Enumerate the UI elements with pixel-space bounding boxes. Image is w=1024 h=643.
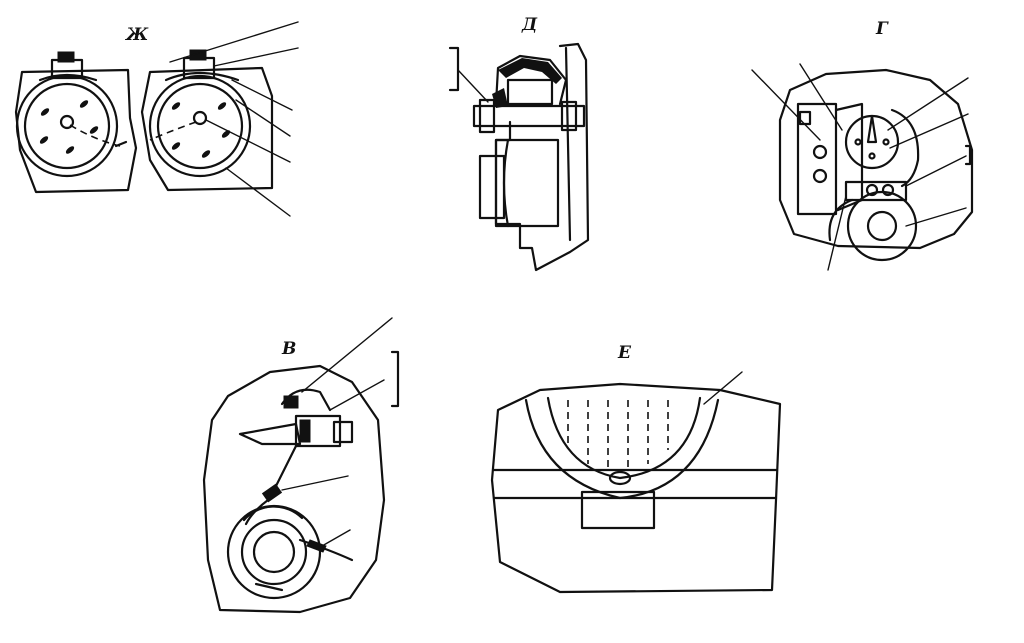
d-seal-hatch bbox=[492, 88, 508, 108]
v-wire-clip bbox=[306, 539, 327, 553]
e-drain-plug bbox=[608, 470, 632, 486]
g-lower-wheel-inner bbox=[866, 210, 898, 242]
zh-right-housing bbox=[140, 66, 274, 192]
view-g-label: Г bbox=[875, 19, 889, 39]
e-leader bbox=[703, 371, 743, 405]
zh-left-bracket bbox=[38, 73, 98, 82]
d-frame bbox=[494, 42, 590, 272]
d-bolt-rod bbox=[472, 104, 586, 128]
g-leader-lines bbox=[751, 63, 969, 271]
g-terminal-1 bbox=[865, 183, 879, 197]
g-plate-tab bbox=[798, 110, 812, 126]
d-clamp-core bbox=[506, 78, 554, 106]
zh-left-cable-end bbox=[114, 140, 128, 148]
v-leader-3 bbox=[281, 475, 349, 491]
v-wire-3 bbox=[298, 538, 354, 562]
g-wire bbox=[890, 108, 920, 188]
zh-left-drum-outer bbox=[15, 74, 119, 178]
view-v: В bbox=[202, 317, 400, 614]
v-connector-plug bbox=[332, 420, 354, 444]
d-bracket-mark bbox=[448, 46, 460, 92]
zh-leader-lines bbox=[169, 21, 299, 217]
g-bracket-mark bbox=[964, 144, 972, 166]
v-bracket-mark bbox=[390, 350, 400, 408]
view-v-label: В bbox=[281, 339, 296, 359]
view-e-label: Е bbox=[617, 343, 632, 363]
v-ring-slot-top bbox=[242, 505, 304, 522]
e-bowl-inner bbox=[546, 396, 702, 480]
g-bracket-plate bbox=[796, 102, 838, 216]
v-leader-4 bbox=[321, 529, 351, 547]
zh-left-drum-inner bbox=[23, 82, 111, 170]
g-lower-housing-edge bbox=[828, 198, 854, 242]
g-disc-dot-1 bbox=[854, 138, 862, 146]
g-terminal-block bbox=[844, 180, 908, 202]
view-d-label: Д bbox=[521, 15, 538, 35]
zh-right-hub bbox=[192, 110, 208, 126]
d-bolt-head bbox=[478, 98, 496, 134]
v-leader-1 bbox=[301, 317, 393, 393]
v-wire-sleeve bbox=[261, 483, 283, 503]
g-disc-dot-2 bbox=[882, 138, 890, 146]
g-plate-hole-1 bbox=[812, 144, 828, 160]
e-bowl-outer bbox=[524, 398, 720, 500]
zh-left-hub bbox=[59, 114, 75, 130]
d-side-block bbox=[478, 154, 506, 220]
v-connector-pin bbox=[299, 419, 311, 443]
g-plate-hole-2 bbox=[812, 168, 828, 184]
d-clamp-hatch bbox=[498, 58, 562, 84]
v-wedge bbox=[238, 422, 302, 446]
view-e: Е bbox=[490, 343, 782, 594]
v-clip bbox=[283, 395, 299, 409]
d-frame-inner bbox=[564, 46, 572, 242]
view-g: Г bbox=[751, 19, 974, 271]
zh-right-drum-outer bbox=[148, 74, 252, 178]
zh-right-bracket bbox=[164, 71, 240, 82]
g-disc-dot-3 bbox=[868, 152, 876, 160]
e-lower-block bbox=[580, 490, 656, 530]
v-leader-2 bbox=[329, 379, 385, 411]
zh-right-spots bbox=[171, 102, 231, 158]
d-clamp bbox=[494, 54, 568, 106]
g-lower-wheel-outer bbox=[846, 190, 918, 262]
zh-left-spots bbox=[39, 100, 99, 154]
d-cylinder bbox=[494, 138, 560, 228]
view-zh-label: Ж bbox=[124, 25, 149, 45]
v-ring-slot-bottom bbox=[254, 582, 284, 592]
zh-right-cable bbox=[149, 121, 197, 141]
v-ring-inner bbox=[252, 530, 296, 574]
view-zh: Ж bbox=[14, 21, 299, 217]
v-connector-body bbox=[294, 414, 342, 448]
v-ring-mid bbox=[240, 518, 308, 586]
view-d: Д bbox=[448, 15, 590, 272]
zh-right-drum-inner bbox=[156, 82, 244, 170]
zh-left-nut bbox=[57, 51, 75, 63]
d-bolt-nut bbox=[560, 100, 578, 132]
g-upper-disc-pointer bbox=[866, 114, 878, 144]
d-leader bbox=[457, 69, 489, 103]
g-mount bbox=[834, 102, 864, 212]
g-housing bbox=[778, 68, 974, 250]
v-outline bbox=[202, 364, 386, 614]
e-outline bbox=[490, 382, 782, 594]
g-terminal-2 bbox=[881, 183, 895, 197]
e-bowl-dashes bbox=[567, 400, 669, 470]
